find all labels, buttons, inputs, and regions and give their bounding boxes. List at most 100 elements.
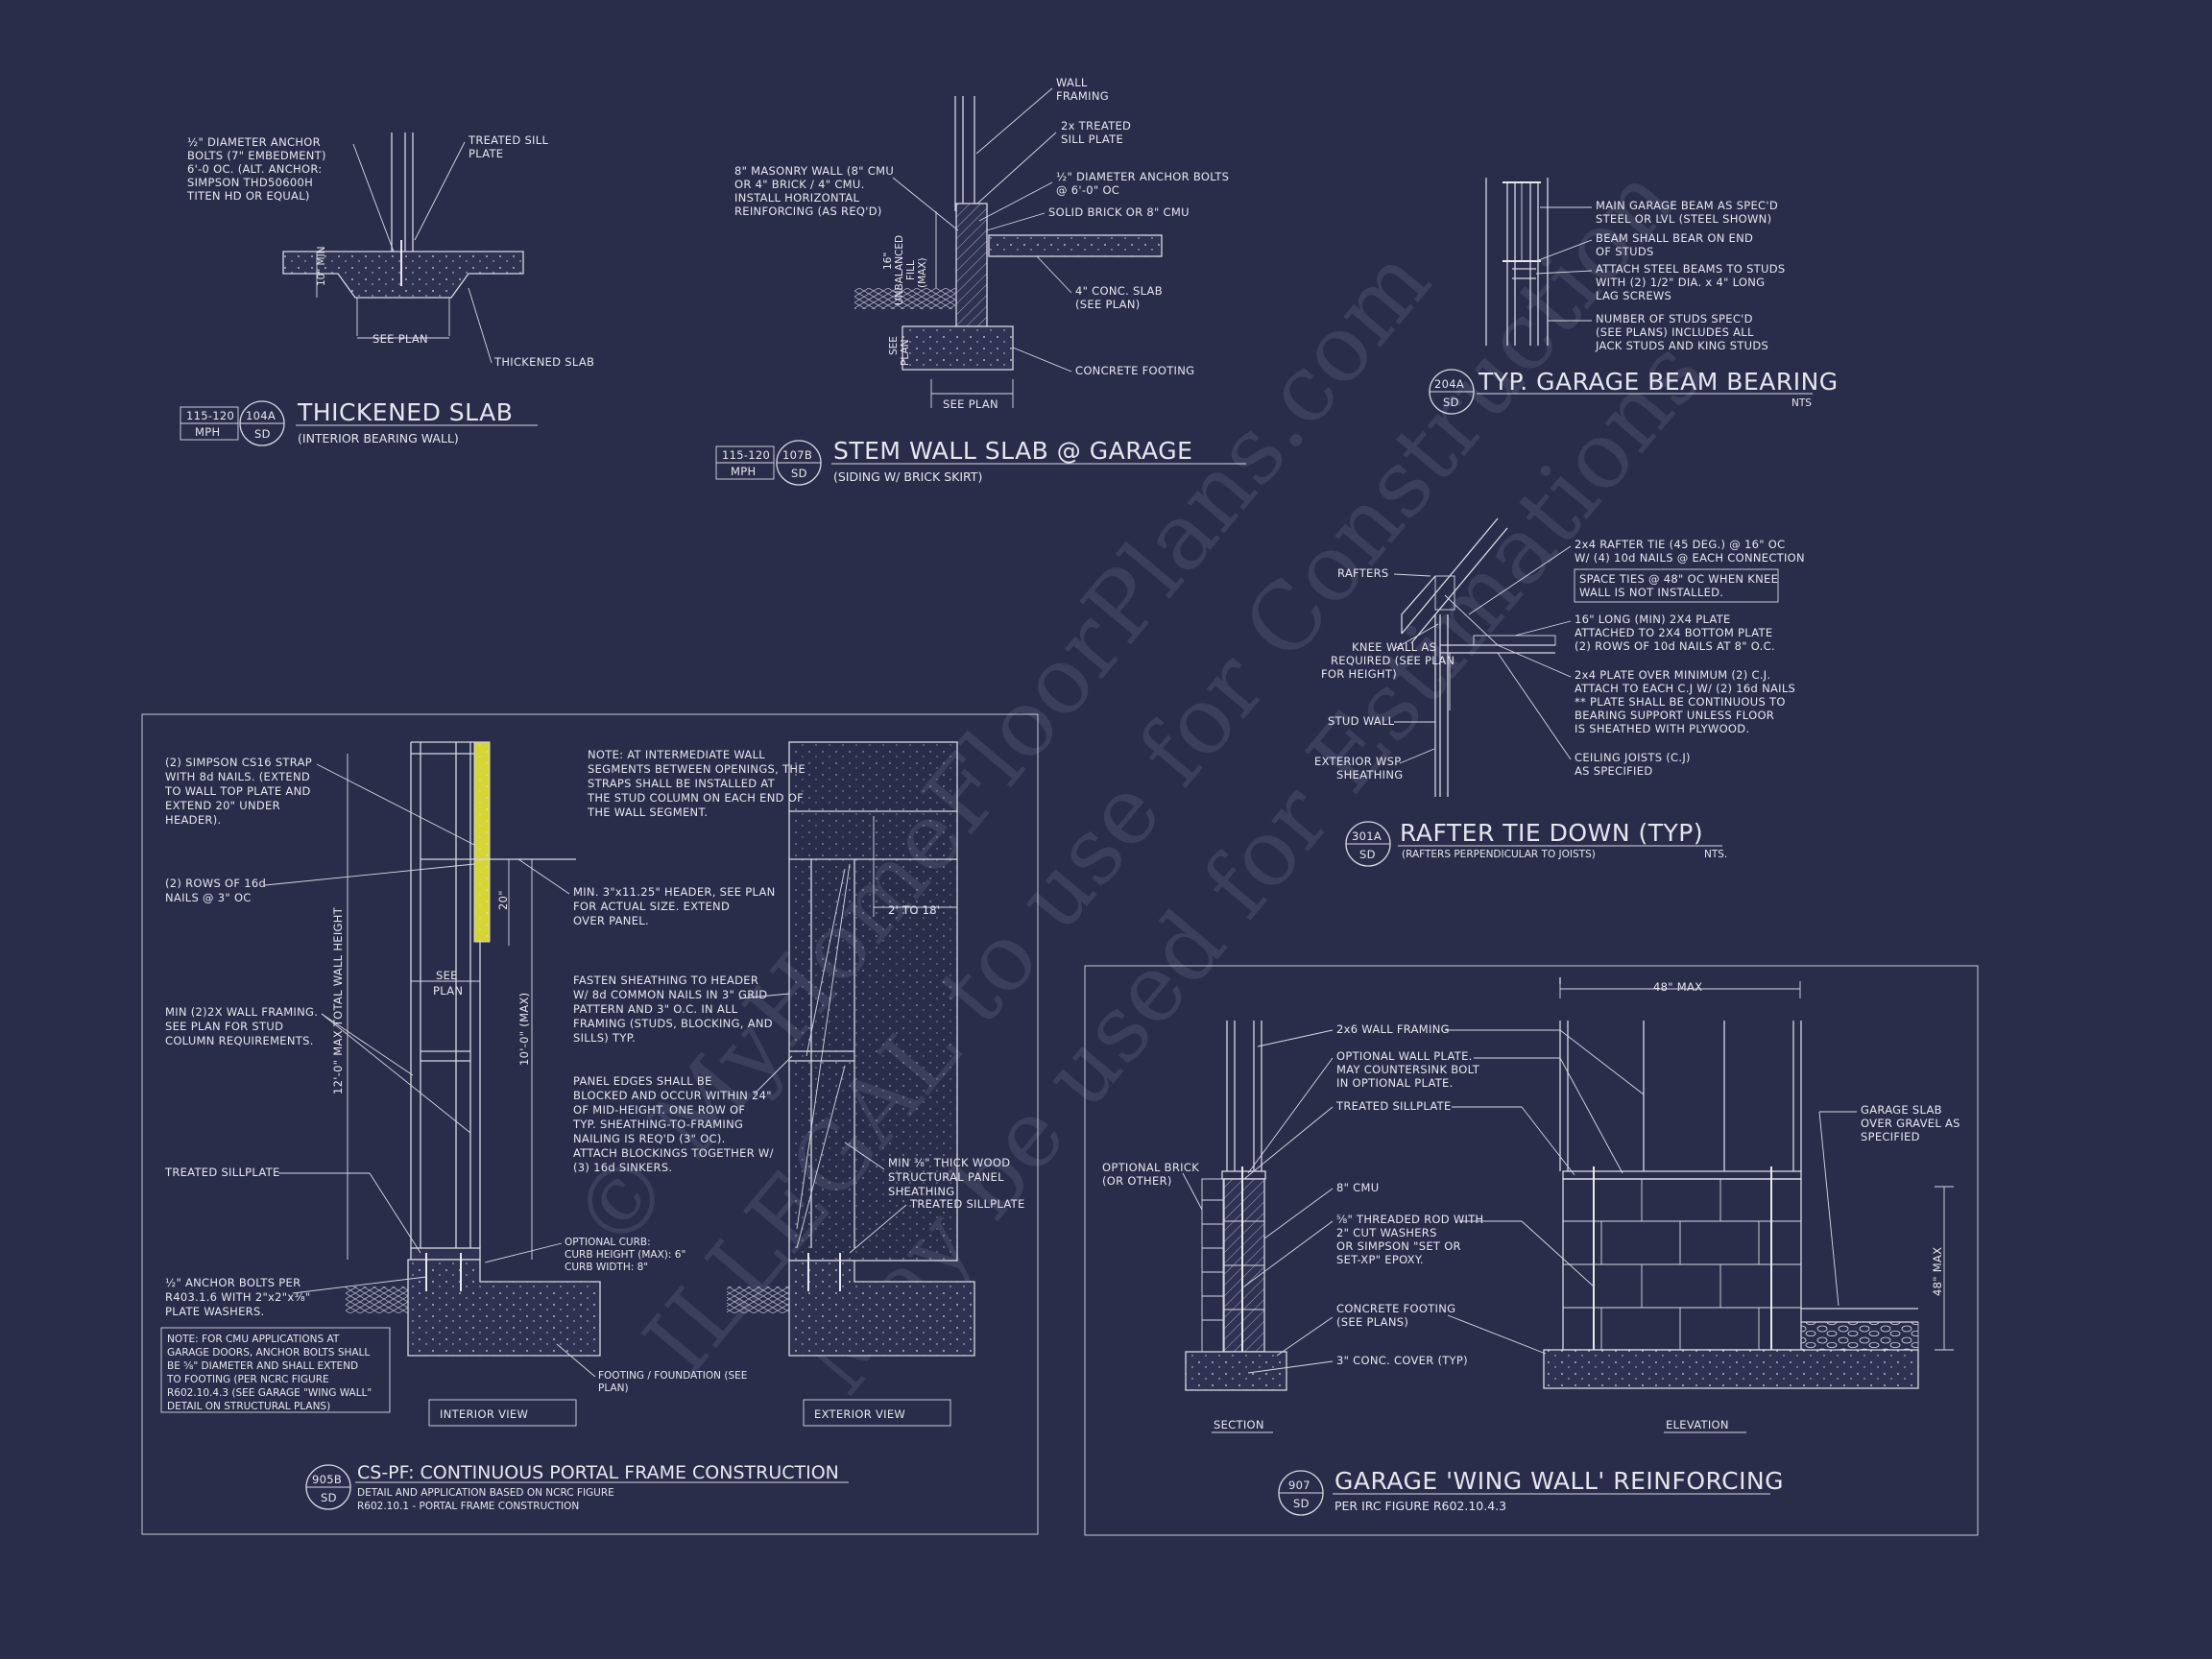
- max48: 48" MAX: [1653, 980, 1702, 994]
- cover: 3" CONC. COVER (TYP): [1336, 1354, 1468, 1367]
- sheet-ref: SD: [1293, 1497, 1310, 1510]
- gslab-3: SPECIFIED: [1861, 1130, 1920, 1143]
- n1-2: STEEL OR LVL (STEEL SHOWN): [1596, 212, 1771, 226]
- detail-title: CS-PF: CONTINUOUS PORTAL FRAME CONSTRUCT…: [357, 1462, 839, 1483]
- rod-1: ⅝" THREADED ROD WITH: [1336, 1213, 1484, 1226]
- min2x-1: MIN (2)2X WALL FRAMING.: [165, 1005, 318, 1019]
- sheet-ref: SD: [1443, 396, 1459, 409]
- stud: STUD WALL: [1328, 714, 1395, 728]
- panel-6: ATTACH BLOCKINGS TOGETHER W/: [573, 1146, 774, 1160]
- header-3: OVER PANEL.: [573, 914, 649, 927]
- thick-2: STRUCTURAL PANEL: [888, 1170, 1004, 1184]
- note-inter-5: THE WALL SEGMENT.: [587, 805, 708, 819]
- see-plan-2: PLAN: [433, 984, 463, 998]
- detail-subtitle-2: R602.10.1 - PORTAL FRAME CONSTRUCTION: [357, 1501, 579, 1512]
- max48v: 48" MAX: [1931, 1247, 1944, 1296]
- note-inter-4: THE STUD COLUMN ON EACH END OF: [587, 791, 804, 805]
- n3-3: LAG SCREWS: [1596, 289, 1671, 302]
- slab-1: 4" CONC. SLAB: [1075, 284, 1163, 298]
- strap-4: EXTEND 20" UNDER: [165, 799, 280, 812]
- masonry-3: INSTALL HORIZONTAL: [734, 191, 859, 204]
- detail-number: 107B: [782, 448, 812, 462]
- curb-2: CURB HEIGHT (MAX): 6": [565, 1249, 685, 1261]
- rows-2: NAILS @ 3" OC: [165, 891, 252, 904]
- panel-2: BLOCKED AND OCCUR WITHIN 24": [573, 1089, 772, 1102]
- n4-2: (SEE PLANS) INCLUDES ALL: [1596, 325, 1754, 339]
- interior-label: INTERIOR VIEW: [440, 1407, 528, 1421]
- rod-4: SET-XP" EPOXY.: [1336, 1253, 1424, 1266]
- detail-905b-portal-frame: 12'-0" MAX TOTAL WALL HEIGHT 10'-0" (MAX…: [141, 713, 1039, 1535]
- mph: 115-120: [186, 409, 234, 422]
- total-height: 12'-0" MAX TOTAL WALL HEIGHT: [331, 906, 345, 1094]
- n3-2: WITH (2) 1/2" DIA. x 4" LONG: [1596, 276, 1765, 289]
- detail-number: 204A: [1434, 377, 1464, 391]
- detail-border: [1084, 965, 1979, 1536]
- detail-subtitle: PER IRC FIGURE R602.10.4.3: [1334, 1499, 1506, 1513]
- wall-framing-2: FRAMING: [1056, 89, 1109, 103]
- n4-1: NUMBER OF STUDS SPEC'D: [1596, 312, 1753, 325]
- sill-note-1: TREATED SILL: [468, 133, 548, 147]
- strap-2: WITH 8d NAILS. (EXTEND: [165, 770, 310, 783]
- cmu: 8" CMU: [1336, 1181, 1379, 1194]
- note-box-1: NOTE: FOR CMU APPLICATIONS AT: [167, 1334, 340, 1345]
- detail-104a-thickened-slab: 10" MIN SEE PLAN ½" DIAMETER ANCHOR BOLT…: [180, 132, 594, 446]
- detail-title: GARAGE 'WING WALL' REINFORCING: [1334, 1467, 1784, 1495]
- slab-fill: [283, 252, 523, 298]
- n4-3: JACK STUDS AND KING STUDS: [1595, 339, 1768, 352]
- wall2x6: 2x6 WALL FRAMING: [1336, 1022, 1450, 1036]
- exterior-label: EXTERIOR VIEW: [814, 1407, 905, 1421]
- r2-2: WALL IS NOT INSTALLED.: [1579, 586, 1723, 599]
- thick-1: MIN ⅜" THICK WOOD: [888, 1156, 1010, 1169]
- sheet-ref: SD: [321, 1491, 337, 1504]
- rafter-tie: [1444, 594, 1499, 646]
- ext-1: EXTERIOR WSP: [1314, 755, 1402, 768]
- leader: [468, 287, 493, 364]
- strap-1: (2) SIMPSON CS16 STRAP: [165, 756, 312, 769]
- gslab-1: GARAGE SLAB: [1861, 1103, 1942, 1117]
- fasten-2: W/ 8d COMMON NAILS IN 3" GRID: [573, 988, 767, 1001]
- n3-1: ATTACH STEEL BEAMS TO STUDS: [1596, 262, 1785, 276]
- mph-unit: MPH: [731, 465, 756, 478]
- note-inter-2: SEGMENTS BETWEEN OPENINGS, THE: [588, 762, 805, 776]
- footing-2: PLAN): [598, 1382, 629, 1394]
- r2-1: SPACE TIES @ 48" OC WHEN KNEE: [1579, 572, 1778, 586]
- masonry-1: 8" MASONRY WALL (8" CMU: [734, 164, 894, 178]
- cmu-joints: [1563, 1179, 1801, 1350]
- r3-1: 16" LONG (MIN) 2X4 PLATE: [1575, 613, 1731, 626]
- anchor-3: PLATE WASHERS.: [165, 1305, 265, 1318]
- sheet-ref: SD: [1359, 848, 1376, 861]
- twenty: 20": [496, 890, 510, 910]
- detail-907-wing-wall: SECTION 48" MAX: [1084, 965, 1979, 1536]
- detail-subtitle-1: DETAIL AND APPLICATION BASED ON NCRC FIG…: [357, 1487, 614, 1499]
- fasten-1: FASTEN SHEATHING TO HEADER: [573, 974, 758, 987]
- anchor-2: @ 6'-0" OC: [1056, 183, 1119, 197]
- rafters: RAFTERS: [1337, 566, 1389, 580]
- space-ties-box: [1574, 568, 1779, 603]
- detail-number: 907: [1288, 1479, 1310, 1492]
- detail-number: 301A: [1352, 830, 1382, 843]
- note-box-5: R602.10.4.3 (SEE GARAGE "WING WALL": [167, 1387, 372, 1399]
- footing-1: CONCRETE FOOTING: [1336, 1302, 1455, 1315]
- gslab-2: OVER GRAVEL AS: [1861, 1117, 1960, 1130]
- detail-107b-stem-wall: SEE PLAN 16" UNBALANCED FILL (MAX) SEE P…: [715, 76, 1246, 486]
- fill-4: (MAX): [917, 257, 928, 288]
- detail-title: RAFTER TIE DOWN (TYP): [1400, 819, 1703, 847]
- n2-1: BEAM SHALL BEAR ON END: [1596, 231, 1753, 245]
- gravel: [1800, 1321, 1919, 1351]
- thick-3: SHEATHING: [888, 1185, 954, 1198]
- r3-3: (2) ROWS OF 10d NAILS AT 8" O.C.: [1575, 639, 1775, 653]
- rod-3: OR SIMPSON "SET OR: [1336, 1239, 1461, 1253]
- see-plan: SEE PLAN: [373, 332, 428, 346]
- fill-2: UNBALANCED: [894, 235, 905, 305]
- note-inter-3: STRAPS SHALL BE INSTALLED AT: [588, 777, 776, 790]
- min2x-3: COLUMN REQUIREMENTS.: [165, 1034, 314, 1047]
- treated-1: 2x TREATED: [1061, 119, 1131, 132]
- treated2: TREATED SILLPLATE: [909, 1197, 1025, 1211]
- exterior-view-box: [803, 1399, 951, 1427]
- cmu-note-box: [160, 1327, 391, 1413]
- panel-5: NAILING IS REQ'D (3" OC).: [573, 1132, 726, 1145]
- slab-2: (SEE PLAN): [1075, 298, 1141, 311]
- rafter: [1410, 527, 1508, 644]
- detail-title: STEM WALL SLAB @ GARAGE: [833, 437, 1192, 465]
- rod-2: 2" CUT WASHERS: [1336, 1226, 1437, 1239]
